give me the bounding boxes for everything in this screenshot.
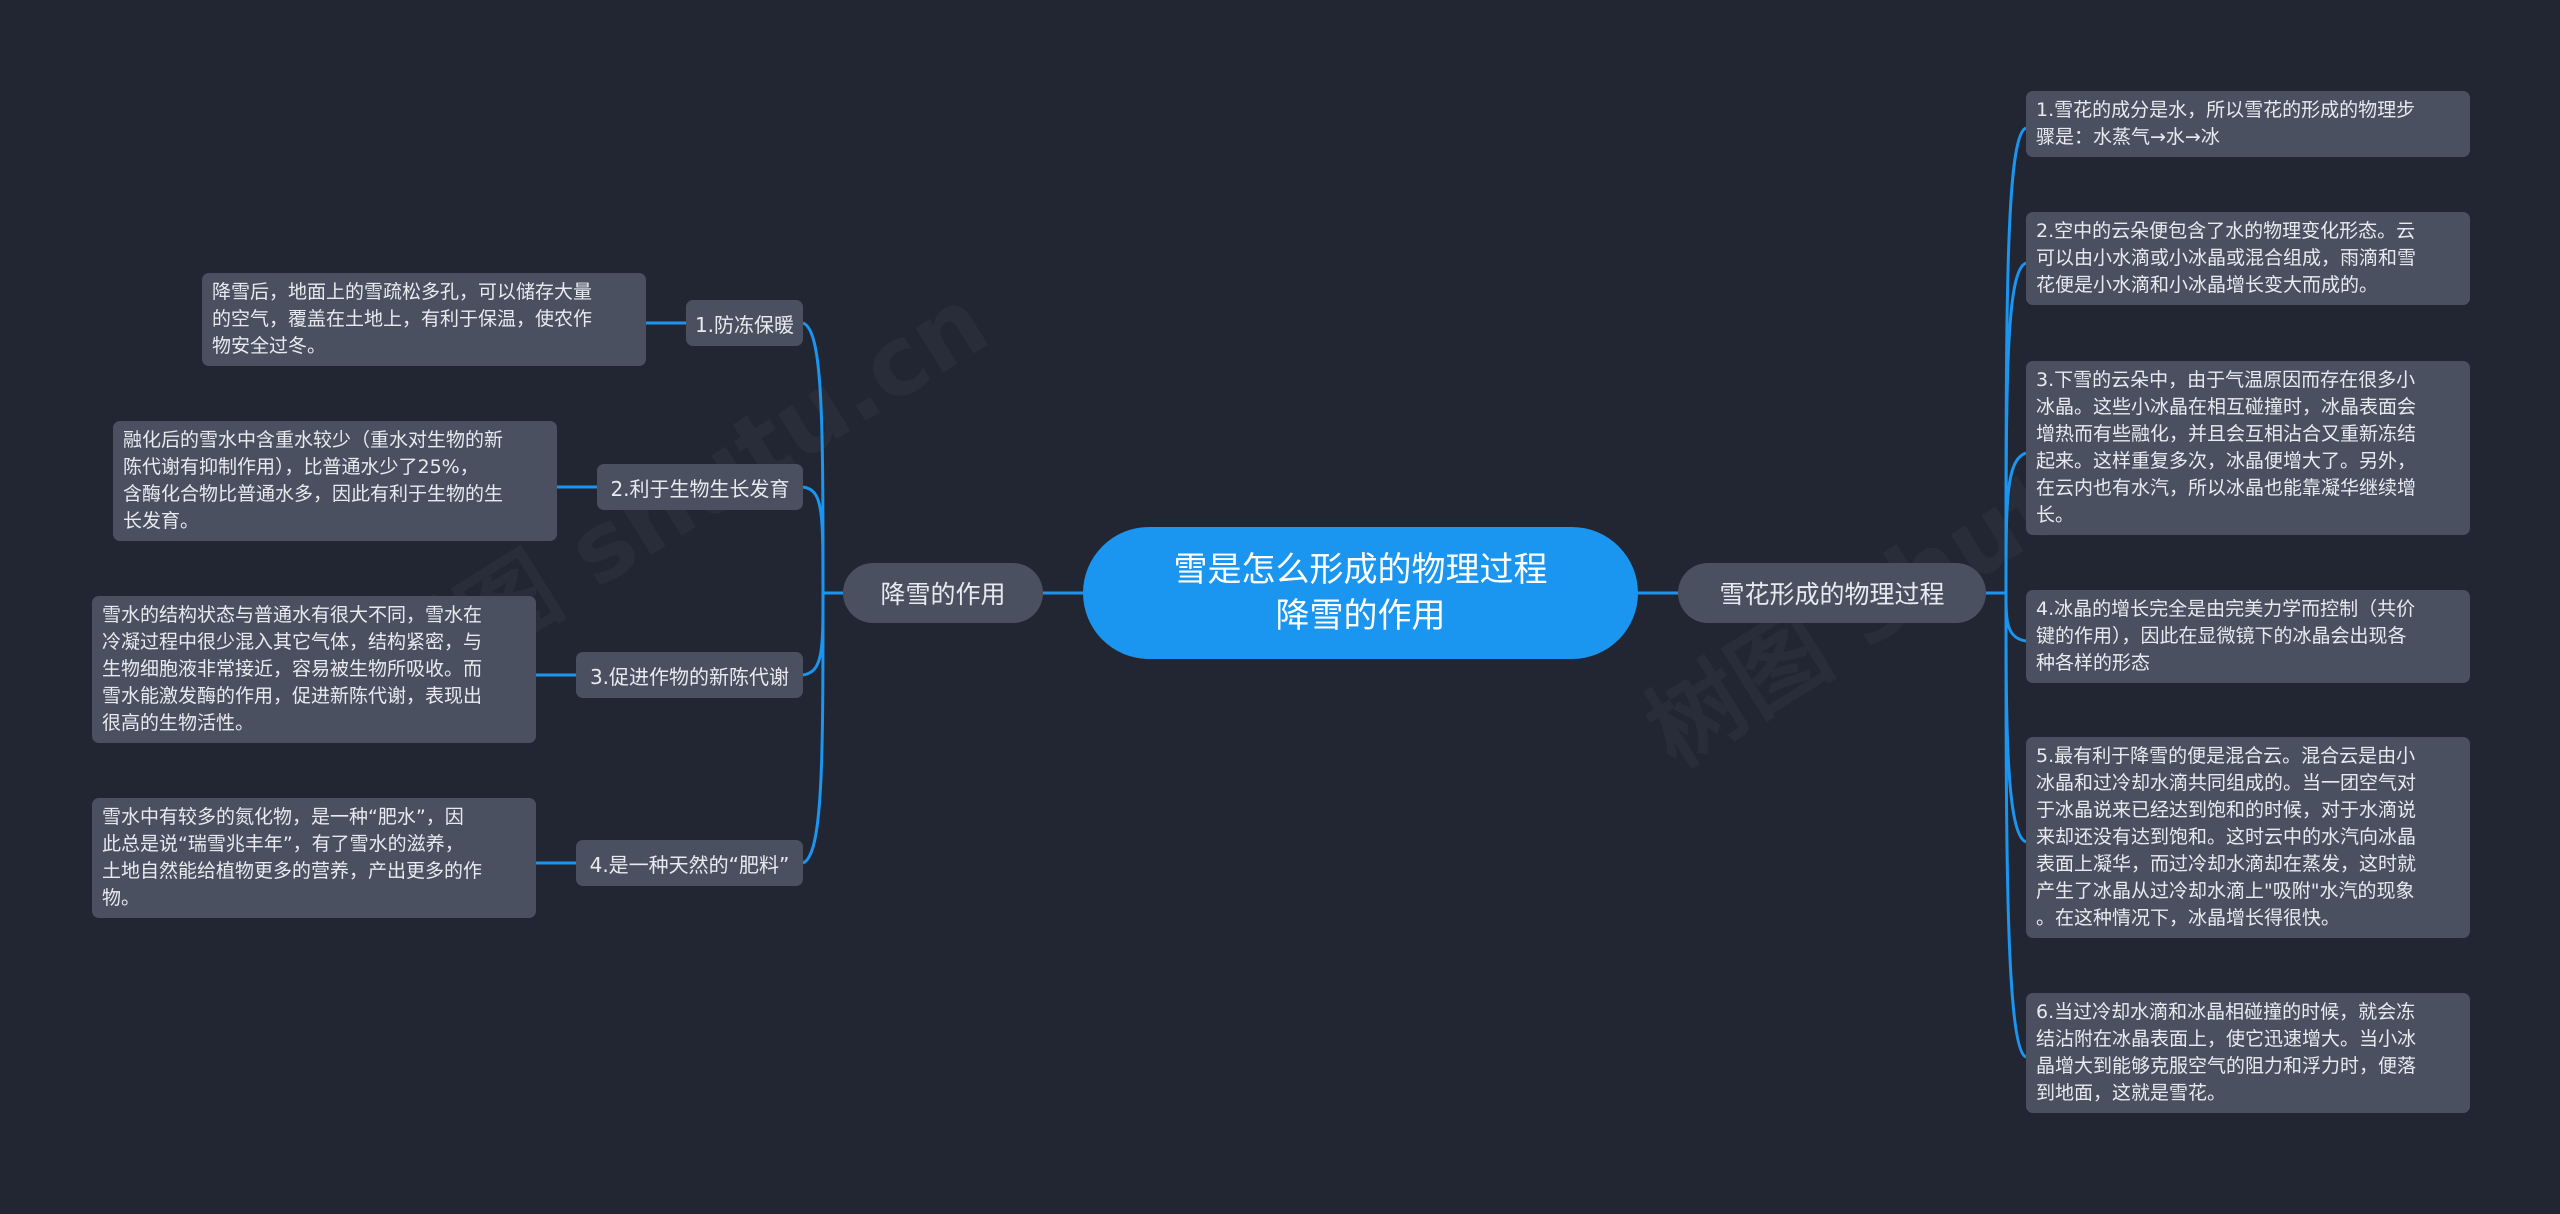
right-detail-2[interactable]: 2.空中的云朵便包含了水的物理变化形态。云 可以由小水滴或小冰晶或混合组成，雨滴… — [2026, 212, 2470, 305]
left-detail-3[interactable]: 雪水的结构状态与普通水有很大不同，雪水在 冷凝过程中很少混入其它气体，结构紧密，… — [92, 596, 536, 743]
left-subtopic-3[interactable]: 3.促进作物的新陈代谢 — [576, 652, 803, 698]
branch-right-label: 雪花形成的物理过程 — [1719, 580, 1945, 609]
connector-left-3 — [802, 592, 825, 677]
connector-right-2 — [2004, 261, 2027, 594]
left-detail-2[interactable]: 融化后的雪水中含重水较少（重水对生物的新 陈代谢有抑制作用），比普通水少了25%… — [113, 421, 557, 541]
right-detail-1[interactable]: 1.雪花的成分是水，所以雪花的形成的物理步 骤是：水蒸气→水→冰 — [2026, 91, 2470, 157]
left-subtopic-1[interactable]: 1.防冻保暖 — [686, 300, 803, 346]
left-subtopic-1-label: 1.防冻保暖 — [694, 312, 795, 337]
connector-left-2 — [802, 485, 825, 594]
left-subtopic-3-label: 3.促进作物的新陈代谢 — [589, 664, 790, 689]
left-detail-1[interactable]: 降雪后，地面上的雪疏松多孔，可以储存大量 的空气，覆盖在土地上，有利于保温，使农… — [202, 273, 646, 366]
branch-left[interactable]: 降雪的作用 — [843, 563, 1043, 623]
left-subtopic-2-label: 2.利于生物生长发育 — [610, 476, 790, 501]
branch-left-label: 降雪的作用 — [880, 580, 1006, 609]
root-topic[interactable]: 雪是怎么形成的物理过程 降雪的作用 — [1083, 527, 1638, 659]
connector-right-3 — [2004, 451, 2027, 594]
connector-right-6 — [2004, 592, 2027, 1059]
branch-right[interactable]: 雪花形成的物理过程 — [1678, 563, 1986, 623]
connector-left-4 — [802, 592, 825, 865]
left-subtopic-4[interactable]: 4.是一种天然的“肥料” — [576, 840, 803, 886]
connector-left-1 — [802, 321, 825, 594]
left-detail-4[interactable]: 雪水中有较多的氮化物，是一种“肥水”，因 此总是说“瑞雪兆丰年”，有了雪水的滋养… — [92, 798, 536, 918]
connector-right-4 — [2004, 592, 2027, 643]
left-subtopic-4-label: 4.是一种天然的“肥料” — [589, 852, 790, 877]
right-detail-4[interactable]: 4.冰晶的增长完全是由完美力学而控制（共价 键的作用），因此在显微镜下的冰晶会出… — [2026, 590, 2470, 683]
root-title-line2: 降雪的作用 — [1275, 596, 1446, 636]
left-subtopic-2[interactable]: 2.利于生物生长发育 — [597, 464, 803, 510]
right-detail-5[interactable]: 5.最有利于降雪的便是混合云。混合云是由小 冰晶和过冷却水滴共同组成的。当一团空… — [2026, 737, 2470, 938]
right-detail-3[interactable]: 3.下雪的云朵中，由于气温原因而存在很多小 冰晶。这些小冰晶在相互碰撞时，冰晶表… — [2026, 361, 2470, 535]
right-detail-6[interactable]: 6.当过冷却水滴和冰晶相碰撞的时候，就会冻 结沾附在冰晶表面上，使它迅速增大。当… — [2026, 993, 2470, 1113]
root-title-line1: 雪是怎么形成的物理过程 — [1173, 550, 1548, 590]
